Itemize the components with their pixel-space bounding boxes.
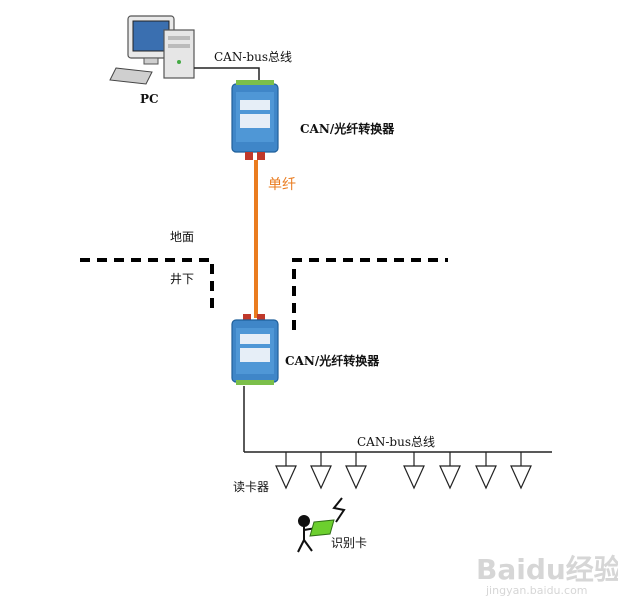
watermark-url: jingyan.baidu.com [486, 584, 588, 597]
bottom-bus-label: CAN-bus总线 [357, 435, 435, 449]
bottom-converter-device [231, 314, 279, 385]
ground-label: 地面 [170, 230, 195, 244]
card-reader-label: 读卡器 [233, 480, 270, 494]
card-reader-icon [345, 452, 367, 490]
underground-label: 井下 [170, 272, 195, 286]
pc-label: PC [140, 92, 159, 106]
top-converter-label: CAN/光纤转换器 [300, 122, 395, 136]
person-with-card-icon [297, 515, 335, 553]
card-reader-icon [403, 452, 425, 490]
card-reader-icon [510, 452, 532, 490]
watermark-brand: Baidu经验 [476, 553, 618, 586]
pc-icon [109, 15, 195, 85]
top-bus-line [194, 67, 260, 84]
card-reader-icon [439, 452, 461, 490]
bottom-bus-line [243, 386, 552, 453]
spark-icon [332, 497, 346, 523]
fiber-label: 单纤 [268, 177, 296, 193]
card-reader-icon [275, 452, 297, 490]
card-reader-icon [475, 452, 497, 490]
ground-boundary [80, 258, 448, 330]
top-bus-label: CAN-bus总线 [214, 50, 292, 64]
id-card-label: 识别卡 [331, 536, 368, 550]
card-reader-icon [310, 452, 332, 490]
card-readers [275, 452, 532, 490]
top-converter-device [231, 80, 279, 160]
bottom-converter-label: CAN/光纤转换器 [285, 354, 380, 368]
